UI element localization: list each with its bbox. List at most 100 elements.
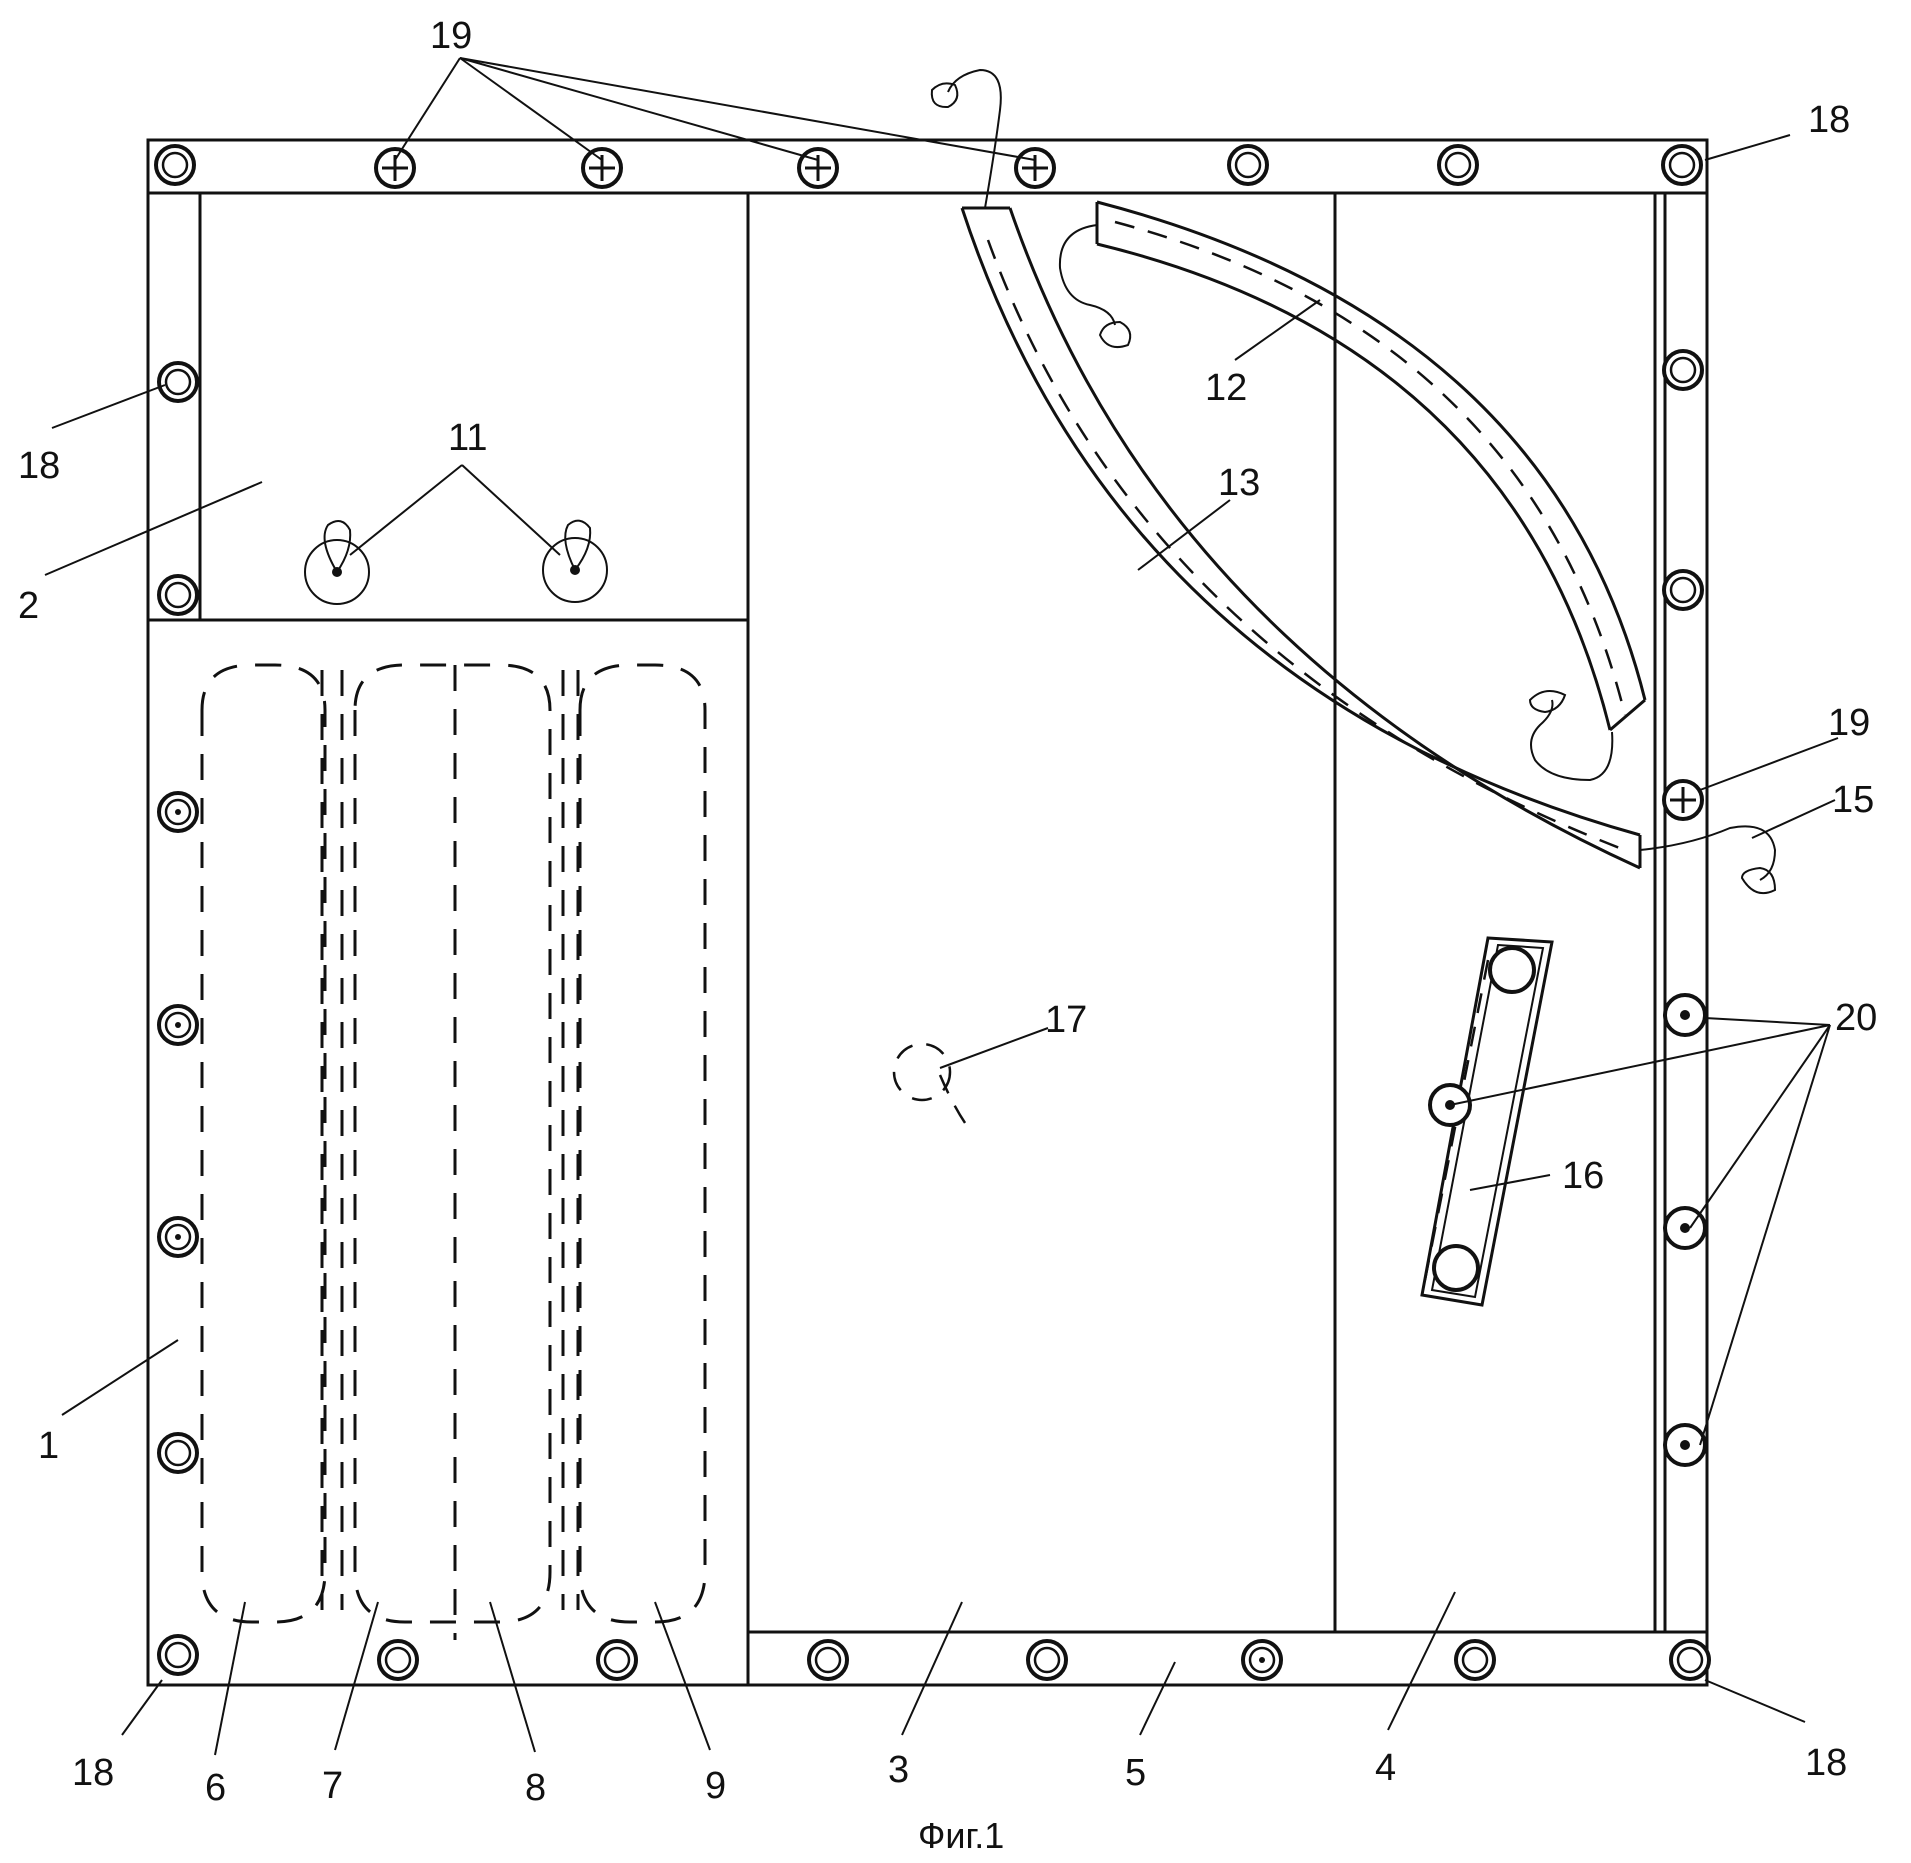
label-18-bottom-left: 18	[72, 1752, 114, 1794]
cord-top	[947, 68, 1002, 209]
label-6: 6	[205, 1767, 226, 1809]
band-13-stitching	[986, 239, 1631, 854]
screw-19-1	[581, 147, 623, 189]
screw-19-2	[797, 147, 839, 189]
element-17-circle	[892, 1042, 952, 1102]
leader-4	[1387, 1591, 1456, 1731]
leader-11-a	[349, 464, 463, 556]
hook-band-12-bottom	[1528, 690, 1567, 714]
leader-19-d	[459, 57, 1036, 161]
button-20-2	[1663, 1206, 1707, 1250]
band-13-outer-edge	[960, 207, 1641, 837]
pocket-1-compartments	[200, 663, 707, 1640]
grommet-top-0	[154, 144, 196, 186]
label-18-left: 18	[18, 445, 60, 487]
label-3: 3	[888, 1749, 909, 1791]
grommet-left-4	[157, 1216, 199, 1258]
label-4: 4	[1375, 1747, 1396, 1789]
loop-11-right	[542, 537, 608, 603]
hook-band-12-top	[1098, 320, 1132, 348]
strap-16-ring-bottom	[1432, 1244, 1480, 1292]
leader-19-c	[459, 57, 819, 161]
band-12-bottom-end	[1609, 698, 1646, 732]
compartment-9	[578, 663, 707, 1624]
loop-11-right-tie	[564, 519, 592, 571]
label-9: 9	[705, 1765, 726, 1807]
cord-band-12-top	[1058, 224, 1116, 326]
reference-numbers: 19 18 18 11 2 12 13 19 15 20 17 16 1 18 …	[18, 15, 1877, 1809]
leader-19-right	[1699, 737, 1839, 791]
cords	[930, 68, 1777, 894]
outer-border	[146, 138, 1709, 1687]
hook-15	[1740, 866, 1777, 894]
label-13: 13	[1218, 462, 1260, 504]
leader-19-b	[459, 57, 603, 161]
compartment-7-8	[353, 663, 552, 1624]
grommet-top-2	[1437, 144, 1479, 186]
leader-lines	[44, 57, 1839, 1756]
label-18-bottom-right: 18	[1805, 1742, 1847, 1784]
band-12-stitching	[1114, 220, 1627, 716]
leader-17	[939, 1027, 1049, 1069]
leader-20-c	[1689, 1024, 1831, 1229]
grommet-bottom-0	[377, 1639, 419, 1681]
leader-13	[1137, 499, 1231, 571]
screws-19	[374, 147, 1704, 821]
band-12	[1095, 200, 1647, 732]
element-17	[892, 1042, 972, 1131]
band-12-inner-edge	[1096, 242, 1612, 731]
compartment-6	[200, 663, 327, 1624]
cord-band-12-bottom	[1530, 699, 1614, 782]
leader-18-left	[51, 384, 166, 429]
leader-11-b	[461, 464, 561, 556]
grommet-bottom-4	[1241, 1639, 1283, 1681]
label-5: 5	[1125, 1752, 1146, 1794]
leader-16	[1469, 1174, 1551, 1191]
leader-15	[1751, 799, 1836, 839]
button-20-3	[1663, 1423, 1707, 1467]
leader-6	[214, 1601, 246, 1756]
leader-18-bottom-left	[121, 1679, 163, 1736]
loops-11	[304, 519, 608, 605]
grommets	[154, 144, 1711, 1681]
label-2: 2	[18, 585, 39, 627]
screw-19-4	[1662, 779, 1704, 821]
leader-19-a	[394, 57, 461, 161]
grommet-left-5	[157, 1432, 199, 1474]
button-20-0	[1663, 993, 1707, 1037]
loop-11-left-tie	[323, 520, 352, 573]
buttons-20	[1428, 993, 1707, 1467]
loop-11-left-dot	[332, 567, 342, 577]
label-18-top-right: 18	[1808, 99, 1850, 141]
label-20: 20	[1835, 997, 1877, 1039]
leader-12	[1234, 299, 1321, 361]
band-13	[960, 206, 1642, 870]
label-12: 12	[1205, 367, 1247, 409]
cord-15	[1639, 825, 1777, 881]
grommet-top-1	[1227, 144, 1269, 186]
label-16: 16	[1562, 1155, 1604, 1197]
strap-16	[1420, 936, 1554, 1307]
element-17-tail	[938, 1074, 972, 1131]
frame	[146, 138, 1709, 1687]
grommet-left-0	[157, 361, 199, 403]
leader-8	[489, 1601, 536, 1753]
leader-18-bottom-right	[1704, 1679, 1806, 1723]
grommet-bottom-2	[807, 1639, 849, 1681]
loop-11-right-dot	[570, 565, 580, 575]
screw-19-0	[374, 147, 416, 189]
label-15: 15	[1832, 779, 1874, 821]
label-8: 8	[525, 1767, 546, 1809]
leader-9	[654, 1601, 711, 1751]
grommet-bottom-5	[1454, 1639, 1496, 1681]
leader-2	[44, 481, 263, 576]
leader-20-d	[1699, 1024, 1831, 1446]
leader-20-a	[1704, 1017, 1831, 1026]
grommet-bottom-6	[1669, 1639, 1711, 1681]
grommet-bottom-1	[596, 1639, 638, 1681]
grommet-top-3	[1661, 144, 1703, 186]
loop-11-left	[304, 539, 370, 605]
band-12-outer-edge	[1096, 200, 1647, 701]
figure-caption: Фиг.1	[918, 1815, 1004, 1856]
